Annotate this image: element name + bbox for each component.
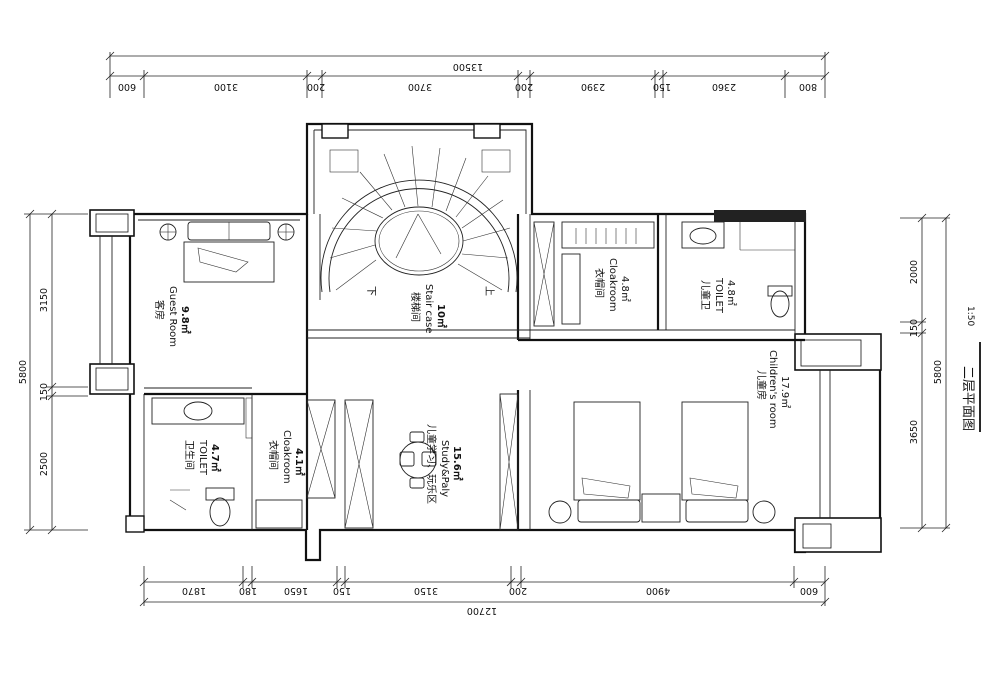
drawing-title-text: 二层平面图 xyxy=(960,366,975,431)
dim-left-total: 5800 xyxy=(18,360,29,384)
left-toilet-fixtures xyxy=(151,397,253,527)
dim-top-seg-5: 200 xyxy=(515,81,533,92)
left-cloakroom-wardrobe xyxy=(255,399,374,529)
dim-bottom-seg-7: 4900 xyxy=(646,585,670,596)
left-cloakroom-area: 4.1㎡ xyxy=(293,448,306,476)
study-play-label-en: Study&Paly xyxy=(439,440,450,497)
spiral-staircase: 下 上 xyxy=(320,145,518,296)
kids-toilet-area: 4.8㎡ xyxy=(725,280,737,306)
right-dimension-chain: 2000 150 3650 5800 xyxy=(900,213,951,533)
dim-right-total: 5800 xyxy=(933,360,944,384)
guest-room-label-cn: 客房 xyxy=(153,300,166,320)
dim-bottom-seg-8: 600 xyxy=(800,585,818,596)
exterior-walls xyxy=(89,122,882,562)
interior-walls xyxy=(144,214,805,530)
left-cloakroom-label-cn: 衣帽间 xyxy=(267,440,280,470)
dim-bottom-seg-2: 180 xyxy=(239,585,257,596)
guest-room-label-en: Guest Room xyxy=(167,286,178,347)
dim-bottom-seg-4: 150 xyxy=(333,585,351,596)
drawing-scale: 1:50 xyxy=(965,306,975,326)
bottom-dimension-chain: 1870 180 1650 150 3150 200 4900 600 1270… xyxy=(139,566,830,616)
toilet-area: 4.7㎡ xyxy=(209,444,222,472)
dim-left-seg-1: 3150 xyxy=(39,288,50,312)
dim-top-seg-1: 600 xyxy=(118,81,136,92)
top-cloakroom-area: 4.8㎡ xyxy=(619,276,631,302)
top-cloakroom-label-cn: 衣帽间 xyxy=(593,268,606,298)
dim-right-seg-3: 3650 xyxy=(909,420,920,444)
left-cloakroom-label-en: Cloakroom xyxy=(281,430,292,484)
stair-up-label: 上 xyxy=(483,286,495,296)
dim-top-total: 13500 xyxy=(453,61,483,72)
dim-top-seg-4: 3700 xyxy=(408,81,432,92)
drawing-title: 二层平面图 1:50 xyxy=(960,306,981,432)
dim-bottom-seg-6: 200 xyxy=(509,585,527,596)
dim-bottom-seg-5: 3150 xyxy=(414,585,438,596)
stair-case-label-cn: 楼梯间 xyxy=(409,292,422,322)
kids-toilet-fixtures xyxy=(681,221,795,318)
children-room-label-en: Children's room xyxy=(767,350,778,429)
guest-room-area: 9.8㎡ xyxy=(179,306,192,334)
study-play-area: 15.6㎡ xyxy=(451,446,464,481)
dim-top-seg-7: 150 xyxy=(653,81,671,92)
guest-room-bed xyxy=(159,221,295,283)
dim-bottom-seg-3: 1650 xyxy=(284,585,308,596)
stair-case-area: 10㎡ xyxy=(435,304,448,328)
dim-top-seg-8: 2360 xyxy=(712,81,736,92)
kids-toilet-label-en: TOILET xyxy=(713,277,724,314)
kids-toilet-label-cn: 儿童卫 xyxy=(699,280,712,310)
study-play-label-cn: 儿童学习、玩乐区 xyxy=(425,424,438,504)
left-dimension-chain: 5800 3150 150 2500 xyxy=(18,209,88,535)
dim-top-seg-3: 200 xyxy=(307,81,325,92)
children-room-area: 17.9㎡ xyxy=(779,376,791,408)
dim-bottom-seg-1: 1870 xyxy=(182,585,206,596)
top-cloakroom-wardrobe xyxy=(533,221,655,327)
top-cloakroom-label-en: Cloakroom xyxy=(607,258,618,312)
dim-top-seg-6: 2390 xyxy=(581,81,605,92)
dim-bottom-total: 12700 xyxy=(467,605,497,616)
toilet-label-cn: 卫生间 xyxy=(183,440,196,470)
children-room-beds xyxy=(548,401,776,524)
dim-left-seg-2: 150 xyxy=(39,383,50,401)
stair-down-label: 下 xyxy=(365,286,376,296)
dim-top-seg-2: 3100 xyxy=(214,81,238,92)
children-room-label-cn: 儿童房 xyxy=(755,370,768,400)
dim-right-seg-2: 150 xyxy=(909,319,920,337)
dim-right-seg-1: 2000 xyxy=(909,260,920,284)
dim-left-seg-3: 2500 xyxy=(39,452,50,476)
study-table xyxy=(399,393,519,531)
room-labels: 客房 Guest Room 9.8㎡ 楼梯间 Stair case 10㎡ 衣帽… xyxy=(153,258,791,504)
top-dimension-chain: 13500 600 3100 200 3700 200 2390 150 236… xyxy=(105,51,830,98)
stair-case-label-en: Stair case xyxy=(423,284,434,333)
toilet-label-en: TOILET xyxy=(197,439,208,476)
dim-top-seg-9: 800 xyxy=(799,81,817,92)
